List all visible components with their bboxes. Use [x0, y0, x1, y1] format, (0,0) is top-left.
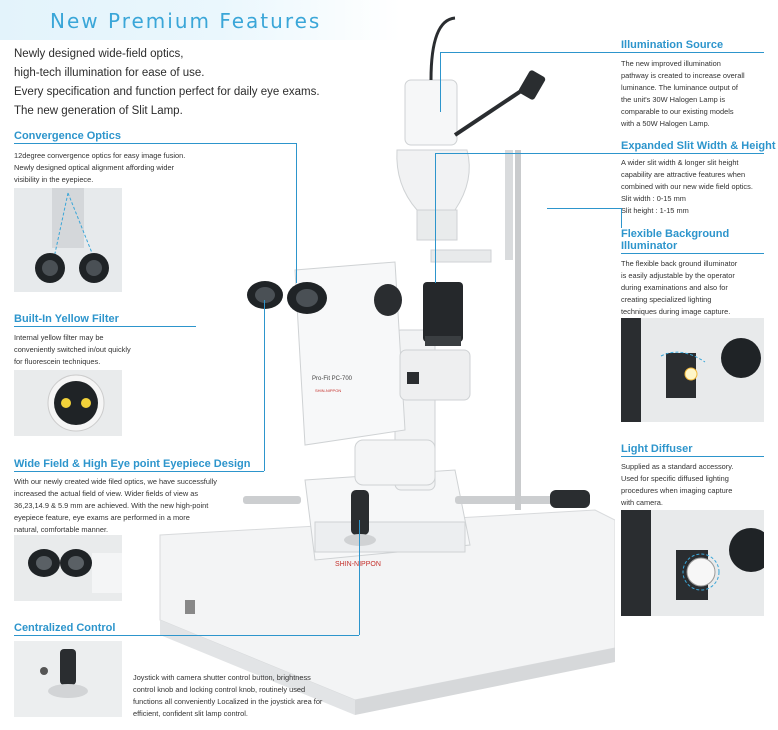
background-illuminator-arm: [453, 83, 532, 137]
expanded-slit-heading: Expanded Slit Width & Height: [621, 140, 776, 152]
callout-line: [435, 153, 764, 154]
background-illuminator-photo: [621, 318, 764, 422]
forehead-rest: [430, 249, 492, 263]
callout-line: [440, 52, 441, 112]
background-illuminator: [518, 70, 546, 100]
magnification-knob: [374, 284, 402, 316]
callout-line: [621, 456, 764, 457]
callout-line: [14, 635, 359, 636]
chin-rest-block: [423, 282, 463, 342]
right-rail: [455, 496, 555, 504]
lamp-arm: [396, 149, 470, 211]
callout-line: [621, 253, 764, 254]
left-rail: [243, 496, 301, 504]
centralized-control-heading: Centralized Control: [14, 622, 116, 634]
callout-line: [296, 143, 297, 283]
light-diffuser-photo: [621, 510, 764, 616]
background-illuminator-description: The flexible back ground illuminator is …: [621, 259, 738, 316]
callout-line: [14, 143, 296, 144]
convergence-optics-photo: [14, 188, 122, 292]
background-illuminator-heading: Flexible Background: [621, 228, 730, 240]
body-brand: SHIN-NIPPON: [315, 388, 341, 393]
callout-line: [547, 208, 621, 209]
light-diffuser-heading: Light Diffuser: [621, 443, 693, 455]
convergence-optics-description: 12degree convergence optics for easy ima…: [14, 151, 186, 184]
joystick-photo: [14, 641, 122, 717]
table-edge-side: [355, 648, 615, 715]
callout-line: [14, 326, 196, 327]
slit-controls: [399, 349, 471, 401]
title-banner: [0, 0, 400, 40]
lamp-housing: [404, 79, 458, 146]
yellow-filter-heading: Built-In Yellow Filter: [14, 313, 119, 325]
background-illuminator-heading-2: Illuminator: [621, 240, 678, 252]
slit-lamp-illustration: SHIN-NIPPON Pro-Fit PC-700 SHIN-NIPPON: [159, 16, 615, 715]
intro-line: high-tech illumination for ease of use.: [14, 67, 205, 79]
base-front: [314, 521, 466, 553]
illumination-source-heading: Illumination Source: [621, 39, 724, 51]
centralized-control-description: Joystick with camera shutter control but…: [133, 673, 323, 718]
illumination-source-description: The new improved illumination pathway is…: [621, 59, 745, 128]
intro-line: Newly designed wide-field optics,: [14, 48, 184, 60]
slit-lamp-photo: SHIN-NIPPON Pro-Fit PC-700 SHIN-NIPPON: [155, 0, 615, 730]
expanded-slit-description: A wider slit width & longer slit height …: [621, 158, 753, 215]
rail-handle: [550, 490, 590, 508]
callout-line: [359, 520, 360, 635]
power-switch: [185, 600, 195, 614]
table-edge-front: [160, 620, 355, 715]
callout-line: [435, 153, 436, 283]
filter-knob: [407, 372, 419, 384]
fibre-cable: [429, 16, 456, 81]
wide-field-description: With our newly created wide filed optics…: [14, 477, 217, 534]
intro-line: The new generation of Slit Lamp.: [14, 105, 183, 117]
yellow-filter-description: Internal yellow filter may be convenient…: [14, 333, 131, 366]
arm-base: [354, 439, 436, 486]
callout-line: [264, 300, 265, 471]
slit-housing: [416, 209, 458, 241]
joystick-base: [344, 534, 376, 546]
intro-line: Every specification and function perfect…: [14, 86, 320, 98]
wide-field-heading: Wide Field & High Eye point Eyepiece Des…: [14, 458, 251, 470]
eyepiece-photo: [14, 535, 122, 601]
joystick: [351, 490, 369, 535]
intro-text: Newly designed wide-field optics, high-t…: [14, 45, 374, 121]
yellow-filter-photo: [14, 370, 122, 436]
model-label: Pro-Fit PC-700: [312, 376, 353, 382]
light-diffuser-description: Supplied as a standard accessory. Used f…: [621, 462, 734, 507]
support-pole: [515, 150, 521, 510]
convergence-optics-heading: Convergence Optics: [14, 130, 121, 142]
headrest-frame: [505, 150, 513, 260]
callout-line: [14, 471, 264, 472]
callout-line: [440, 52, 764, 53]
page-title: New Premium Features: [50, 9, 322, 33]
callout-line: [621, 208, 622, 228]
base-brand: SHIN-NIPPON: [335, 561, 381, 568]
